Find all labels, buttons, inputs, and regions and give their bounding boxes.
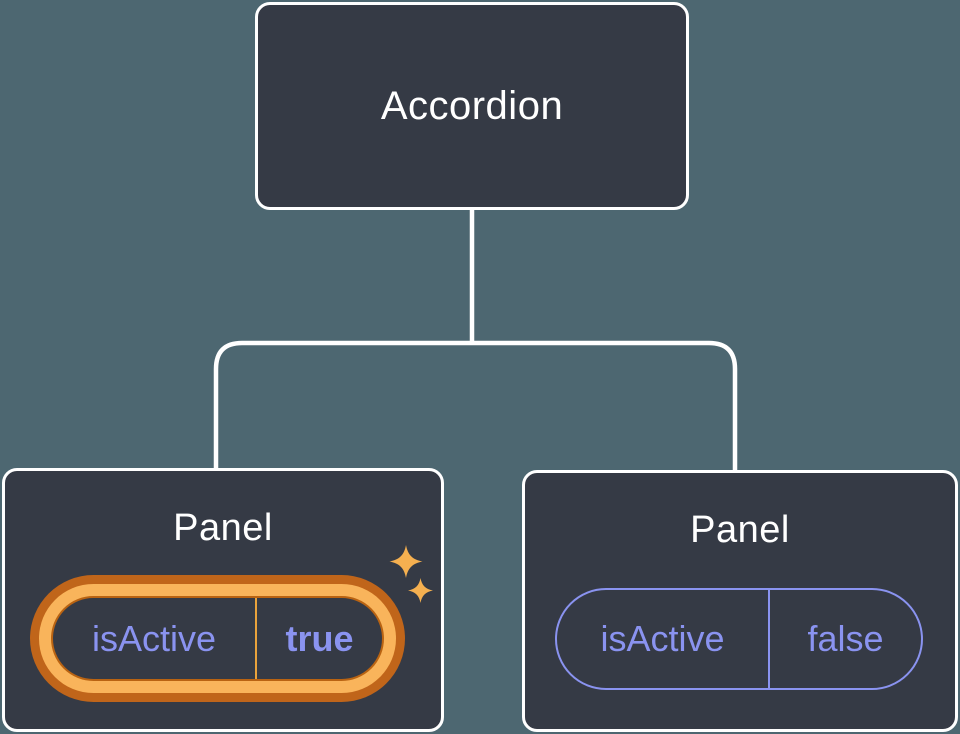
state-divider	[768, 590, 770, 688]
panel-title: Panel	[690, 509, 790, 551]
sparkle-icon	[408, 578, 433, 603]
state-value: false	[807, 618, 884, 659]
connector-branch	[213, 340, 738, 472]
state-value: true	[285, 617, 354, 659]
state-pill: isActive false	[555, 588, 923, 690]
component-node-accordion: Accordion	[255, 2, 689, 210]
state-pill-body: isActive true	[51, 596, 384, 681]
panel-title: Panel	[173, 507, 273, 549]
state-name: isActive	[91, 617, 217, 659]
accordion-label: Accordion	[380, 83, 564, 128]
state-name: isActive	[600, 618, 725, 659]
state-divider	[255, 598, 257, 679]
component-node-panel-inactive: Panel isActive false	[522, 470, 958, 732]
component-node-panel-active: Panel isActive true	[2, 468, 444, 732]
state-pill-highlight-ring: isActive true	[39, 584, 396, 693]
state-pill-highlighted: isActive true	[30, 575, 405, 702]
sparkle-icon	[389, 545, 423, 578]
